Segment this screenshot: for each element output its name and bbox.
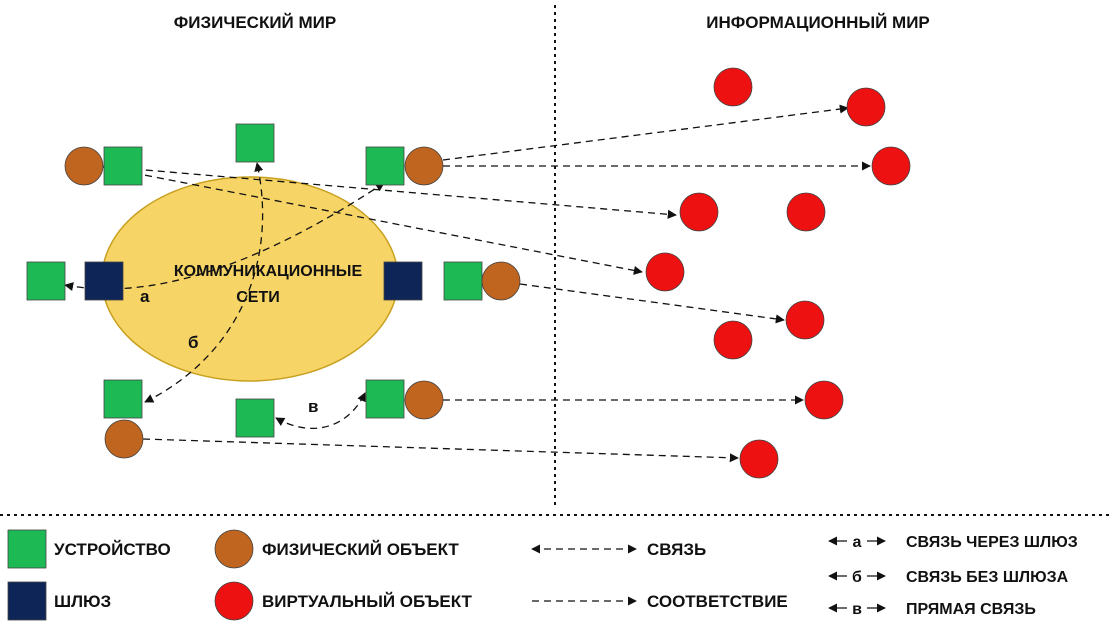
corr-line [519,283,785,324]
device [365,146,405,186]
link-b-label: б [188,333,199,352]
legend-physical-label: ФИЗИЧЕСКИЙ ОБЪЕКТ [262,540,459,559]
device [26,261,66,301]
physical-object [404,146,444,186]
legend-gateway-label: ШЛЮЗ [54,592,111,611]
legend-via-gateway-label: СВЯЗЬ ЧЕРЕЗ ШЛЮЗ [906,534,1078,551]
device [103,146,143,186]
virtual-object [713,67,753,107]
legend-correspondence-label: СООТВЕТСТВИЕ [647,592,788,611]
virtual-object [679,192,719,232]
device [103,379,143,419]
corr-line [442,104,849,161]
device [235,398,275,438]
physical-objects [64,146,521,459]
virtual-object [871,146,911,186]
link-a-label: а [140,287,150,306]
legend-without-gateway-label: СВЯЗЬ БЕЗ ШЛЮЗА [906,569,1069,586]
legend-direct-label: ПРЯМАЯ СВЯЗЬ [906,601,1036,618]
virtual-object [804,380,844,420]
legend-device-label: УСТРОЙСТВО [54,540,171,559]
legend-virtual-label: ВИРТУАЛЬНЫЙ ОБЪЕКТ [262,592,473,611]
legend-key-v: в [852,601,862,618]
device [365,379,405,419]
legend-physical-swatch [214,529,254,569]
physical-object [481,261,521,301]
legend-link-label: СВЯЗЬ [647,540,706,559]
link-v [275,392,366,429]
link-v-label: в [308,397,318,416]
legend-device-swatch [7,529,47,569]
physical-object [404,380,444,420]
physical-object [104,419,144,459]
corr-line [142,438,739,463]
device [235,123,275,163]
virtual-object [846,87,886,127]
legend: УСТРОЙСТВО ШЛЮЗ ФИЗИЧЕСКИЙ ОБЪЕКТ ВИРТУА… [7,529,1078,621]
devices [26,123,483,438]
legend-gateway-swatch [7,581,47,621]
network-label-line2: СЕТИ [236,289,280,306]
virtual-object [785,300,825,340]
physical-world-header: ФИЗИЧЕСКИЙ МИР [174,13,336,32]
gateway [383,261,423,301]
physical-object [64,146,104,186]
device [443,261,483,301]
gateway [84,261,124,301]
virtual-object [645,252,685,292]
link-b [144,162,264,403]
information-world-header: ИНФОРМАЦИОННЫЙ МИР [706,13,930,32]
virtual-object [713,320,753,360]
network-label-line1: КОММУНИКАЦИОННЫЕ [174,263,363,280]
legend-virtual-swatch [214,581,254,621]
legend-key-b: б [852,569,862,586]
legend-key-a: а [853,534,862,551]
virtual-objects [645,67,911,479]
gateways [84,261,423,301]
virtual-object [739,439,779,479]
virtual-object [786,192,826,232]
